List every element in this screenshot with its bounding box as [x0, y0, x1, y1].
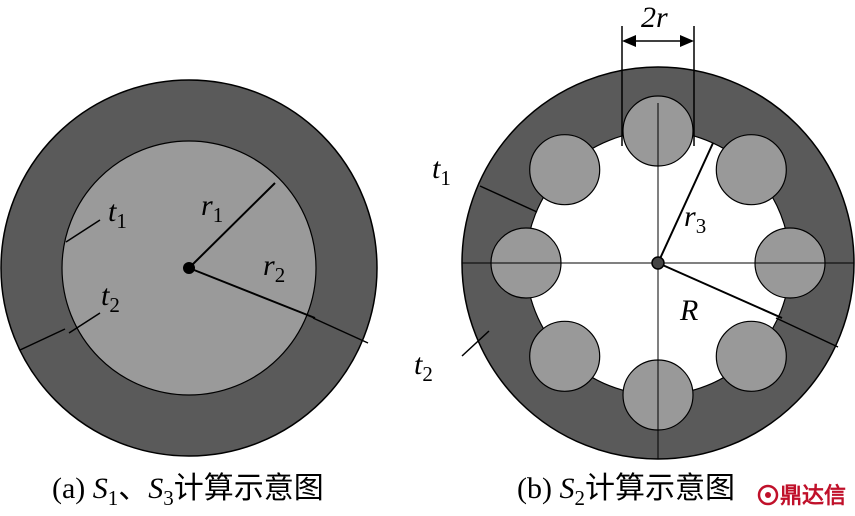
figure-b-center-dot — [651, 256, 665, 270]
figure-b-small-circle — [715, 134, 787, 206]
figure-a-r2-line — [188, 267, 316, 319]
figure-a-caption: (a) S1、S3计算示意图 — [52, 472, 324, 510]
figure-b-t1-leader — [479, 185, 538, 213]
figure-a-t1-leader — [65, 219, 101, 243]
watermark-text: 鼎达信 — [780, 483, 846, 509]
figure-b-2r-arrow-left — [622, 35, 636, 47]
figure-b-small-circle — [529, 134, 601, 206]
figure-b-label-t1: t1 — [432, 152, 451, 190]
figure-b-small-circle — [715, 320, 787, 392]
figure-b-r3-line — [657, 142, 714, 264]
figure-a-label-t1: t1 — [108, 195, 127, 233]
figure-a-seam-line — [19, 328, 66, 351]
figure-b-label-r3: r3 — [684, 200, 706, 238]
figure-a-label-t2: t2 — [101, 279, 120, 317]
figure-a-label-r1: r1 — [201, 189, 223, 227]
figure-a-label-r2: r2 — [263, 249, 285, 287]
figure-b: 2r t1 t2 r3 R (b) S2计算示意图 — [414, 1, 855, 510]
figure-b-R-line — [657, 262, 783, 319]
figure-a-seam-line — [312, 317, 369, 344]
figure-b-t2-leader — [461, 330, 490, 357]
figure-a: t1 t2 r1 r2 (a) S1、S3计算示意图 — [0, 79, 378, 510]
figure-b-small-circle — [529, 320, 601, 392]
figure-b-seam-line — [775, 317, 839, 348]
figure-b-caption: (b) S2计算示意图 — [517, 472, 735, 510]
watermark: 鼎达信 — [757, 483, 846, 509]
figure-a-t2-leader — [68, 312, 101, 334]
watermark-logo-icon — [757, 484, 779, 506]
figure-b-label-2r: 2r — [641, 1, 668, 34]
figure-a-r1-line — [188, 182, 276, 269]
figure-b-label-R: R — [679, 294, 698, 327]
figure-b-label-t2: t2 — [414, 348, 433, 386]
figure-a-center-dot — [183, 262, 195, 274]
figure-b-2r-arrow-right — [680, 35, 694, 47]
watermark-logo-dot — [765, 492, 771, 498]
